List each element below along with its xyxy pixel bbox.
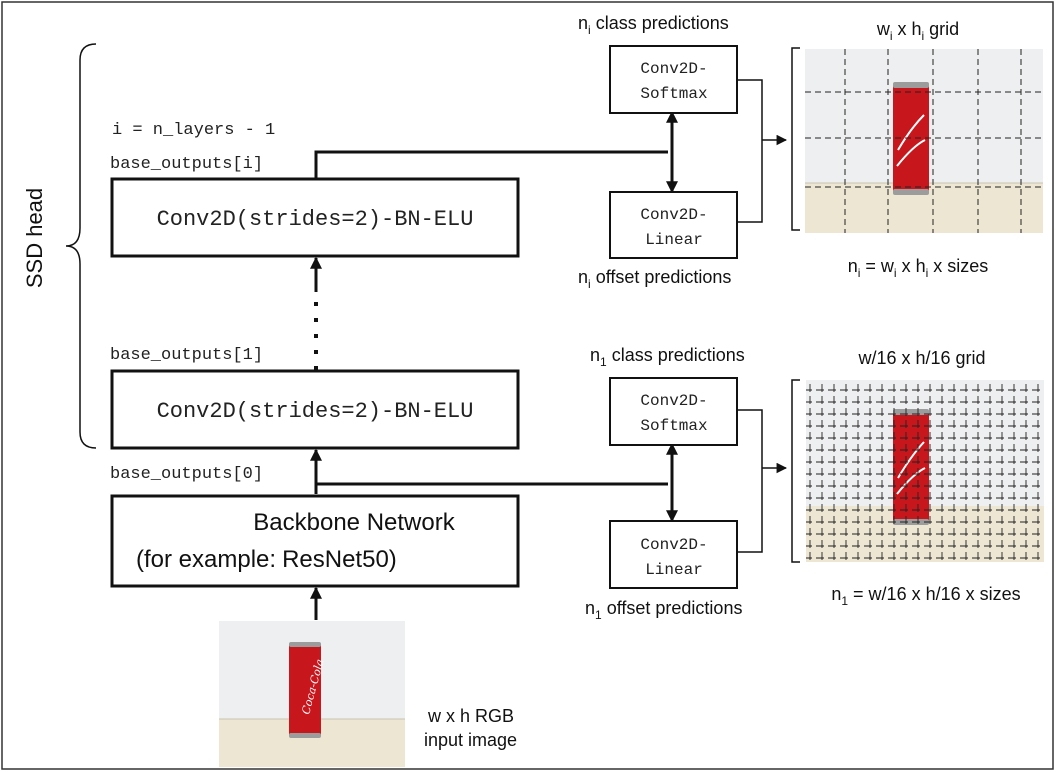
input-image: Coca-Cola — [219, 621, 405, 767]
top-merge-bracket — [737, 79, 774, 223]
bottom-size-formula: n1 = w/16 x h/16 x sizes — [831, 584, 1020, 608]
top-grid-lines — [805, 49, 1043, 233]
bottom-grid-title: w/16 x h/16 grid — [857, 348, 985, 368]
conv-block-top-label: Conv2D(strides=2)-BN-ELU — [157, 207, 474, 232]
ssd-head-label: SSD head — [22, 188, 47, 288]
conv-block-bottom-label: Conv2D(strides=2)-BN-ELU — [157, 399, 474, 424]
layer-index-label: i = n_layers - 1 — [112, 121, 275, 140]
bottom-dense-grid — [806, 380, 1044, 562]
bottom-grid-image — [806, 380, 1044, 562]
conv-block-bottom — [110, 369, 520, 450]
top-grid-brace — [791, 47, 800, 231]
base-outputs-0-label: base_outputs[0] — [110, 465, 263, 484]
bottom-grid-brace — [791, 379, 800, 563]
top-softmax-line2: Softmax — [640, 85, 707, 103]
top-linear-box — [609, 191, 738, 259]
bottom-offset-predictions-title: n1 offset predictions — [585, 598, 742, 622]
base-outputs-i-label: base_outputs[i] — [110, 155, 263, 174]
top-linear-line1: Conv2D- — [640, 206, 707, 224]
bottom-linear-line2: Linear — [645, 561, 703, 579]
bottom-softmax-line2: Softmax — [640, 417, 707, 435]
backbone-line2: (for example:ResNet50) — [136, 546, 397, 573]
input-caption-line2: input image — [424, 730, 517, 750]
bottom-softmax-box — [609, 377, 738, 446]
input-coke-can: Coca-Cola — [289, 642, 327, 738]
top-linear-line2: Linear — [645, 231, 703, 249]
backbone-block — [110, 494, 520, 588]
top-offset-predictions-title: ni offset predictions — [578, 267, 731, 291]
top-grid-title: wi x hi grid — [876, 19, 959, 43]
top-grid-image — [805, 49, 1043, 233]
top-softmax-line1: Conv2D- — [640, 60, 707, 78]
top-size-formula: ni = wi x hi x sizes — [848, 256, 989, 280]
bottom-linear-line1: Conv2D- — [640, 536, 707, 554]
base-outputs-1-label: base_outputs[1] — [110, 346, 263, 365]
bottom-softmax-line1: Conv2D- — [640, 392, 707, 410]
bottom-class-predictions-title: n1 class predictions — [590, 345, 745, 369]
top-output-connector — [314, 150, 668, 179]
top-class-predictions-title: ni class predictions — [578, 13, 729, 37]
ssd-head-brace — [65, 43, 97, 449]
backbone-line1: Backbone Network — [253, 509, 455, 536]
bottom-linear-box — [609, 520, 738, 589]
bottom-merge-bracket — [737, 409, 774, 553]
input-caption-line1: w x h RGB — [427, 706, 514, 726]
